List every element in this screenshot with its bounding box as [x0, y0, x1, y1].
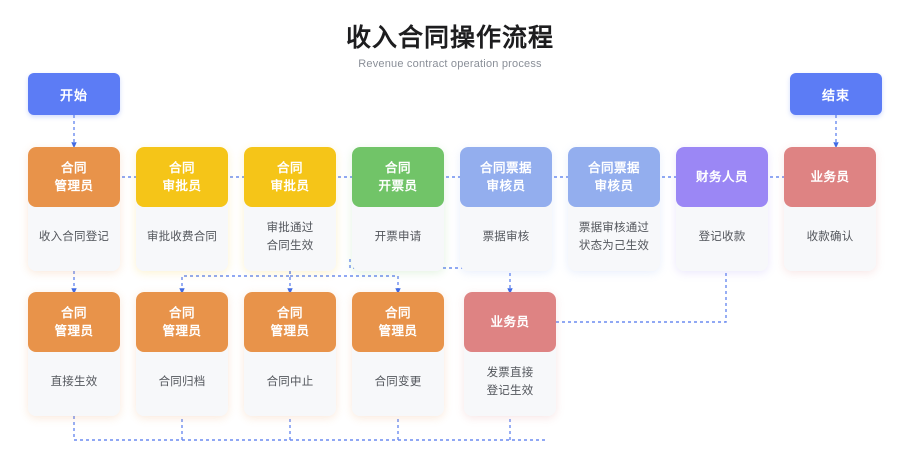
node-n8-action: 收款确认	[784, 207, 876, 271]
node-n4-role-line2: 开票员	[378, 179, 418, 193]
node-b5-action-line1: 发票直接	[486, 367, 534, 379]
node-b2[interactable]: 合同 管理员 合同归档	[136, 292, 228, 416]
node-b4-role-line1: 合同	[384, 306, 411, 320]
node-b5-role-line1: 业务员	[490, 315, 530, 329]
node-n3-role-line1: 合同	[276, 161, 303, 175]
node-n2-role-line1: 合同	[168, 161, 195, 175]
node-n8-role: 业务员	[784, 147, 876, 207]
node-n4-role-line1: 合同	[384, 161, 411, 175]
node-b5-action: 发票直接 登记生效	[464, 352, 556, 416]
node-n4[interactable]: 合同 开票员 开票申请	[352, 147, 444, 271]
node-n4-role: 合同 开票员	[352, 147, 444, 207]
node-n8-action-line1: 收款确认	[806, 231, 854, 243]
node-n3-action: 审批通过 合同生效	[244, 207, 336, 271]
node-b3-role-line2: 管理员	[270, 324, 310, 338]
node-b3-action: 合同中止	[244, 352, 336, 416]
node-b5[interactable]: 业务员 发票直接 登记生效	[464, 292, 556, 416]
wire-n3-to-b4	[290, 275, 401, 295]
node-b2-role-line1: 合同	[168, 306, 195, 320]
node-b3-role-line1: 合同	[276, 306, 303, 320]
node-n3-action-line1: 审批通过	[266, 222, 314, 234]
node-n5-action: 票据审核	[460, 207, 552, 271]
node-b2-action-line1: 合同归档	[158, 376, 206, 388]
node-n4-action-line1: 开票申请	[374, 231, 422, 243]
node-n5-role-line2: 审核员	[486, 179, 526, 193]
node-n7-role: 财务人员	[676, 147, 768, 207]
node-n8-role-line1: 业务员	[810, 170, 850, 184]
node-b2-role-line2: 管理员	[162, 324, 202, 338]
node-b5-action-line2: 登记生效	[486, 385, 534, 397]
node-b4-role: 合同 管理员	[352, 292, 444, 352]
node-n1[interactable]: 合同 管理员 收入合同登记	[28, 147, 120, 271]
node-n6-role-line1: 合同票据	[587, 161, 640, 175]
node-n2-role-line2: 审批员	[162, 179, 202, 193]
node-b4-action: 合同变更	[352, 352, 444, 416]
node-n6-action: 票据审核通过 状态为己生效	[568, 207, 660, 271]
node-b3[interactable]: 合同 管理员 合同中止	[244, 292, 336, 416]
wire-b5-to-n7	[556, 258, 729, 323]
node-n6[interactable]: 合同票据 审核员 票据审核通过 状态为己生效	[568, 147, 660, 271]
node-n7-action: 登记收款	[676, 207, 768, 271]
node-b4-role-line2: 管理员	[378, 324, 418, 338]
page-title-block: 收入合同操作流程 Revenue contract operation proc…	[0, 22, 900, 71]
node-n6-action-line1: 票据审核通过	[578, 222, 650, 234]
node-b2-role: 合同 管理员	[136, 292, 228, 352]
node-n5-role-line1: 合同票据	[479, 161, 532, 175]
node-b2-action: 合同归档	[136, 352, 228, 416]
node-n2-role: 合同 审批员	[136, 147, 228, 207]
node-n6-action-line2: 状态为己生效	[578, 240, 650, 252]
node-end[interactable]: 结束	[790, 73, 882, 115]
node-n1-role: 合同 管理员	[28, 147, 120, 207]
node-n5[interactable]: 合同票据 审核员 票据审核	[460, 147, 552, 271]
node-n8[interactable]: 业务员 收款确认	[784, 147, 876, 271]
node-b1-role-line2: 管理员	[54, 324, 94, 338]
node-n2-action: 审批收费合同	[136, 207, 228, 271]
node-n7-action-line1: 登记收款	[698, 231, 746, 243]
node-n7[interactable]: 财务人员 登记收款	[676, 147, 768, 271]
node-n3-role: 合同 审批员	[244, 147, 336, 207]
node-n3[interactable]: 合同 审批员 审批通过 合同生效	[244, 147, 336, 271]
node-n7-role-line1: 财务人员	[695, 170, 748, 184]
node-b5-role: 业务员	[464, 292, 556, 352]
node-b3-action-line1: 合同中止	[266, 376, 314, 388]
node-b1-role: 合同 管理员	[28, 292, 120, 352]
node-n4-action: 开票申请	[352, 207, 444, 271]
node-b1-action-line1: 直接生效	[50, 376, 98, 388]
page-subtitle: Revenue contract operation process	[358, 58, 542, 70]
node-n6-role-line2: 审核员	[594, 179, 634, 193]
node-b1-action: 直接生效	[28, 352, 120, 416]
node-b4[interactable]: 合同 管理员 合同变更	[352, 292, 444, 416]
node-n1-role-line1: 合同	[60, 161, 87, 175]
node-n1-role-line2: 管理员	[54, 179, 94, 193]
node-n1-action-line1: 收入合同登记	[38, 231, 110, 243]
node-b3-role: 合同 管理员	[244, 292, 336, 352]
node-n2[interactable]: 合同 审批员 审批收费合同	[136, 147, 228, 271]
node-n5-role: 合同票据 审核员	[460, 147, 552, 207]
node-n3-role-line2: 审批员	[270, 179, 310, 193]
node-n6-role: 合同票据 审核员	[568, 147, 660, 207]
page-title: 收入合同操作流程	[345, 24, 554, 52]
node-n2-action-line1: 审批收费合同	[146, 231, 218, 243]
node-b4-action-line1: 合同变更	[374, 376, 422, 388]
node-start[interactable]: 开始	[28, 73, 120, 115]
node-n5-action-line1: 票据审核	[482, 231, 530, 243]
node-n3-action-line2: 合同生效	[266, 240, 314, 252]
node-n1-action: 收入合同登记	[28, 207, 120, 271]
node-b1[interactable]: 合同 管理员 直接生效	[28, 292, 120, 416]
node-b1-role-line1: 合同	[60, 306, 87, 320]
